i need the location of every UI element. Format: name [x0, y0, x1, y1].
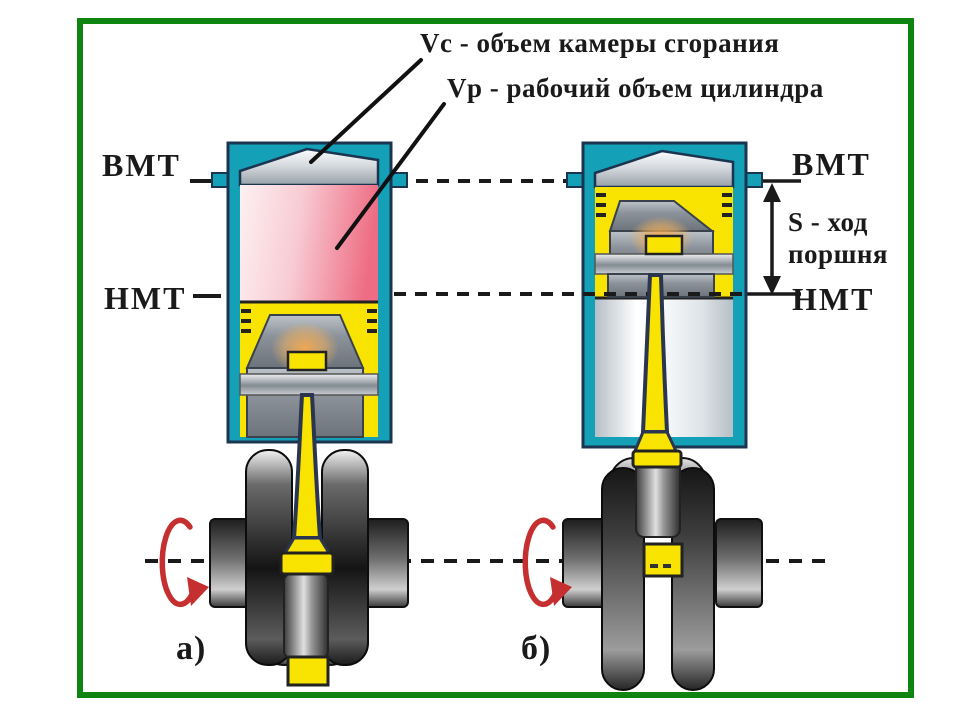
crankshaft-b-left-web — [601, 467, 645, 691]
crankshaft-b-block-mark — [650, 564, 658, 568]
cylinder-a-working-volume — [240, 185, 378, 301]
cylinder-b-head — [593, 149, 735, 189]
crankshaft-b-left-journal — [562, 518, 608, 608]
rod-a-flare — [282, 536, 332, 555]
piston-stroke-label-line2: поршня — [788, 239, 888, 269]
vc-leader-line — [309, 58, 423, 164]
rod-b-flare — [632, 430, 679, 453]
piston-b-wrist-pin — [594, 253, 734, 275]
crankshaft-b-right-journal — [715, 518, 763, 608]
connecting-rod-b — [631, 273, 683, 469]
vc-definition-label: Vc - объем камеры сгорания — [420, 28, 779, 58]
crankshaft-a — [209, 449, 409, 687]
piston-a-rod-small-end — [286, 350, 328, 372]
crankshaft-b-yellow-block — [642, 542, 684, 578]
cylinder-a — [211, 141, 408, 444]
piston-b-rings — [596, 193, 732, 217]
crankshaft-b-right-web — [671, 467, 715, 691]
piston-a-wrist-pin — [239, 373, 379, 396]
rotation-arrow-icon — [522, 517, 572, 608]
crankshaft-b — [562, 454, 763, 691]
rotation-arrow-icon — [159, 517, 209, 608]
tdc-label-left: ВМТ — [102, 147, 181, 183]
rod-a-big-end — [279, 551, 335, 576]
crankshaft-a-crank-pin — [283, 573, 329, 659]
connecting-rod-a — [279, 393, 335, 576]
vp-definition-label: Vp - рабочий объем цилиндра — [447, 73, 824, 103]
piston-a-rings — [241, 309, 377, 333]
bdc-label-left: НМТ — [104, 280, 186, 316]
stroke-double-arrow-icon — [763, 183, 781, 295]
piston-stroke-label-line1: S - ход — [788, 207, 868, 237]
bdc-label-right: НМТ — [792, 281, 874, 317]
tdc-label-right: ВМТ — [792, 146, 871, 182]
figure-caption-b: б) — [521, 630, 551, 667]
crankshaft-b-block-mark — [663, 564, 671, 568]
green-frame-border — [77, 18, 914, 698]
piston-b-rod-small-end — [644, 234, 684, 256]
figure-caption-a: а) — [176, 630, 206, 667]
vp-leader-line — [335, 102, 446, 250]
cylinder-a-head — [238, 147, 380, 187]
crankshaft-a-yellow-block — [286, 655, 330, 687]
rod-b-big-end — [631, 449, 683, 469]
